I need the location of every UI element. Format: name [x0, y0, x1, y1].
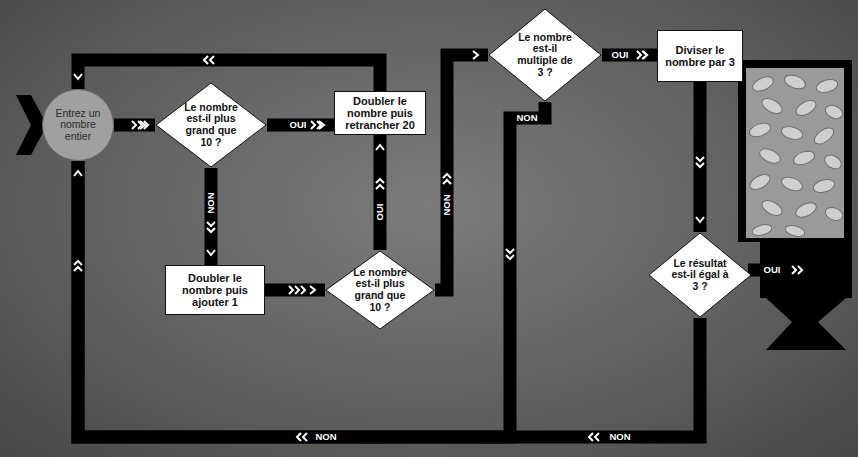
diamond-shape [649, 233, 751, 317]
node-text: Le nombre est-il multiple de 3 ? [513, 32, 577, 78]
node-text-group: Doubler le nombre puis retrancher 20 [338, 95, 422, 131]
track-connector [78, 161, 700, 437]
diamond-shape [326, 251, 434, 329]
node-text-group: Diviser le nombre par 3 [661, 44, 739, 68]
track-connector [694, 82, 707, 232]
track-label: OUI [762, 265, 783, 275]
node-text: Diviser le nombre par 3 [661, 44, 739, 68]
edge-label: OUI [288, 120, 309, 130]
process-box: Doubler le nombre puis retrancher 20 [334, 91, 426, 135]
track-connector [114, 119, 155, 132]
node-text: Le nombre est-il plus grand que 10 ? [351, 267, 409, 313]
node-text-group: Le nombre est-il plus grand que 10 ? [351, 267, 409, 313]
node-text-group: Le résultat est-il égal à 3 ? [669, 258, 731, 293]
node-text: Le nombre est-il plus grand que 10 ? [181, 102, 241, 148]
edge-label: OUI [610, 50, 631, 60]
direction-chevrons [74, 51, 802, 441]
track-connector [374, 135, 387, 250]
node-text-group: Le nombre est-il multiple de 3 ? [513, 32, 577, 78]
edge-label: NON [514, 113, 539, 123]
output-track [748, 264, 815, 277]
track-connector [435, 55, 488, 290]
track-connector [265, 284, 325, 297]
track-connector [78, 60, 380, 91]
process-box: Doubler le nombre puis ajouter 1 [165, 265, 265, 315]
decision-diamond: Le résultat est-il égal à 3 ? [648, 232, 752, 318]
edge-label: NON [206, 190, 216, 215]
node-text: Entrez un nombre entier [50, 108, 106, 143]
track-connector [78, 102, 545, 437]
decision-diamond: Le nombre est-il multiple de 3 ? [488, 8, 602, 102]
input-circle: Entrez un nombre entier [42, 89, 114, 161]
process-box: Diviser le nombre par 3 [657, 30, 743, 82]
decision-diamond: Le nombre est-il plus grand que 10 ? [155, 82, 267, 168]
node-text-group: Entrez un nombre entier [50, 108, 106, 143]
track-connector [602, 49, 657, 62]
track-connector [267, 119, 334, 132]
edge-label: OUI [375, 202, 385, 223]
node-text: Doubler le nombre puis retrancher 20 [338, 95, 422, 131]
edge-label: NON [607, 432, 632, 442]
node-text: Doubler le nombre puis ajouter 1 [169, 272, 261, 308]
node-text-group: Doubler le nombre puis ajouter 1 [169, 272, 261, 308]
node-text: Le résultat est-il égal à 3 ? [669, 258, 731, 293]
decision-diamond: Le nombre est-il plus grand que 10 ? [325, 250, 435, 330]
track-connector [205, 168, 218, 265]
node-text-group: Le nombre est-il plus grand que 10 ? [181, 102, 241, 148]
track-label: NON [313, 432, 338, 442]
edge-label: NON [442, 192, 452, 217]
diamond-shape [156, 83, 266, 167]
diamond-shape [489, 9, 601, 101]
candy-dispenser [738, 60, 852, 350]
